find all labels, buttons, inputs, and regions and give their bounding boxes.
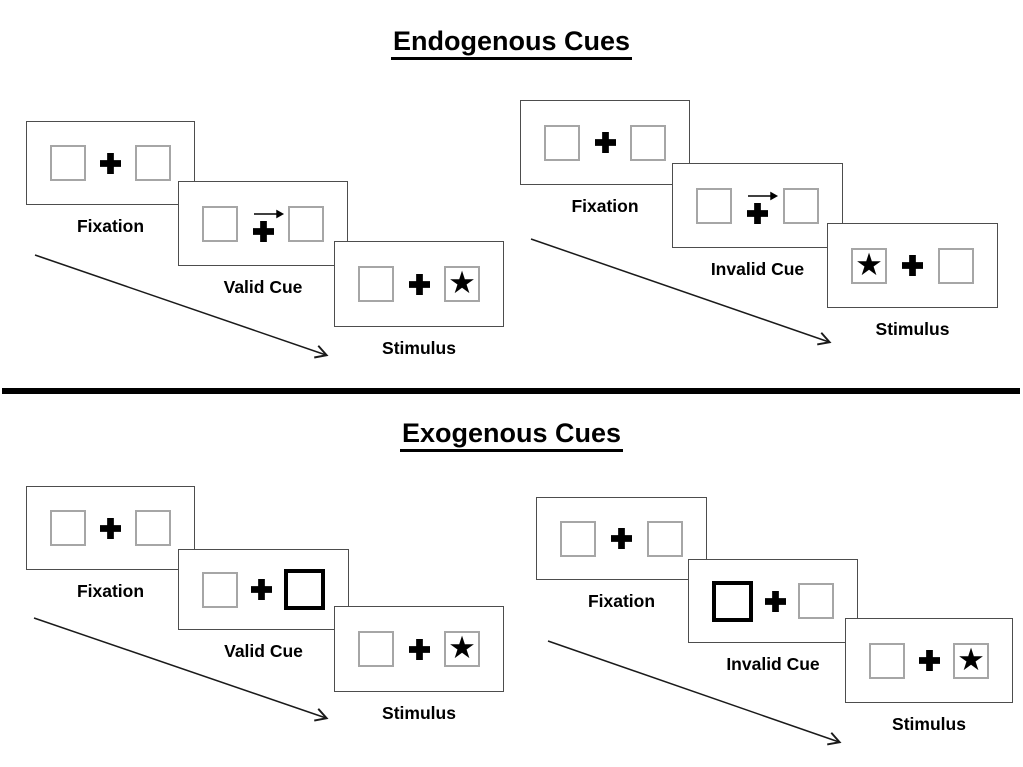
fixation-cross-icon: [747, 202, 768, 224]
endo-invalid-fixation-panel: [520, 100, 690, 185]
fixation-center: [765, 590, 786, 612]
left-placeholder-box: [869, 642, 905, 679]
left-placeholder-box: [50, 510, 86, 546]
right-placeholder-box: [783, 187, 819, 224]
section-divider: [2, 388, 1020, 394]
step-label-fixation: Fixation: [76, 216, 145, 236]
fixation-center: [408, 638, 430, 660]
exo-valid-stimulus-panel: ★: [334, 606, 504, 692]
fixation-center: [100, 517, 121, 539]
right-bold-cue-box: [284, 569, 325, 610]
left-placeholder-box: [202, 205, 238, 242]
right-arrow-cue-icon: [748, 191, 779, 200]
left-placeholder-box: [202, 571, 238, 608]
right-placeholder-box: [647, 520, 683, 557]
star-icon: ★: [448, 630, 476, 666]
step-label-invalid-cue: Invalid Cue: [726, 654, 820, 674]
right-arrow-cue-icon: [253, 209, 284, 218]
fixation-center: [611, 528, 632, 549]
section-title-exogenous: Exogenous Cues: [0, 417, 1023, 452]
endo-valid-timeline-arrow: [34, 254, 329, 359]
star-icon: ★: [855, 246, 883, 283]
step-label-valid-cue: Valid Cue: [223, 277, 303, 297]
cue-center: [736, 188, 779, 224]
exo-valid-fixation-panel: [26, 486, 195, 570]
exo-valid-timeline-arrow: [33, 617, 329, 722]
fixation-cross-icon: [902, 255, 923, 276]
exo-invalid-cue-panel: [688, 559, 858, 643]
endo-invalid-cue-panel: [672, 163, 843, 248]
fixation-cross-icon: [594, 132, 616, 153]
endo-valid-cue-panel: [178, 181, 348, 266]
step-label-stimulus: Stimulus: [892, 714, 966, 734]
endo-valid-stimulus-panel: ★: [334, 241, 504, 327]
fixation-cross-icon: [765, 590, 786, 612]
right-target-box: ★: [444, 266, 480, 302]
step-label-stimulus: Stimulus: [382, 338, 456, 358]
step-label-stimulus: Stimulus: [875, 319, 950, 339]
left-placeholder-box: [50, 145, 86, 181]
endo-valid-fixation-panel: [26, 121, 195, 205]
fixation-center: [902, 255, 923, 276]
fixation-cross-icon: [611, 528, 632, 549]
fixation-cross-icon: [100, 517, 121, 539]
section-title-endogenous-text: Endogenous Cues: [390, 26, 632, 60]
right-placeholder-box: [135, 145, 171, 181]
right-placeholder-box: [798, 583, 834, 619]
fixation-center: [918, 650, 940, 671]
fixation-center: [408, 273, 430, 295]
step-label-valid-cue: Valid Cue: [224, 641, 303, 661]
step-label-invalid-cue: Invalid Cue: [710, 259, 805, 279]
right-target-box: ★: [444, 631, 480, 667]
step-label-fixation: Fixation: [571, 196, 639, 216]
cue-center: [242, 206, 285, 242]
exo-invalid-fixation-panel: [536, 497, 707, 580]
exo-valid-cue-panel: [178, 549, 349, 630]
step-label-fixation: Fixation: [587, 591, 656, 611]
step-label-stimulus: Stimulus: [382, 703, 456, 723]
fixation-cross-icon: [408, 273, 430, 295]
left-placeholder-box: [696, 187, 732, 224]
fixation-cross-icon: [252, 220, 274, 242]
right-placeholder-box: [630, 124, 666, 161]
right-placeholder-box: [135, 510, 171, 546]
exo-invalid-stimulus-panel: ★: [845, 618, 1013, 703]
left-placeholder-box: [358, 631, 394, 667]
section-title-exogenous-text: Exogenous Cues: [399, 418, 624, 452]
star-icon: ★: [957, 641, 985, 678]
right-placeholder-box: [938, 247, 974, 284]
fixation-cross-icon: [918, 650, 940, 671]
left-bold-cue-box: [712, 580, 753, 622]
right-target-box: ★: [953, 641, 989, 679]
left-placeholder-box: [560, 520, 596, 557]
left-target-box: ★: [851, 246, 887, 284]
fixation-cross-icon: [100, 152, 121, 174]
fixation-cross-icon: [250, 579, 272, 600]
left-placeholder-box: [358, 266, 394, 302]
right-placeholder-box: [288, 205, 324, 242]
section-title-endogenous: Endogenous Cues: [0, 25, 1023, 60]
fixation-center: [250, 579, 272, 600]
step-label-fixation: Fixation: [76, 581, 145, 601]
endo-invalid-stimulus-panel: ★: [827, 223, 998, 308]
fixation-center: [594, 132, 616, 153]
fixation-center: [100, 152, 121, 174]
endo-invalid-timeline-arrow: [530, 238, 832, 346]
left-placeholder-box: [544, 124, 580, 161]
star-icon: ★: [448, 265, 476, 301]
fixation-cross-icon: [408, 638, 430, 660]
